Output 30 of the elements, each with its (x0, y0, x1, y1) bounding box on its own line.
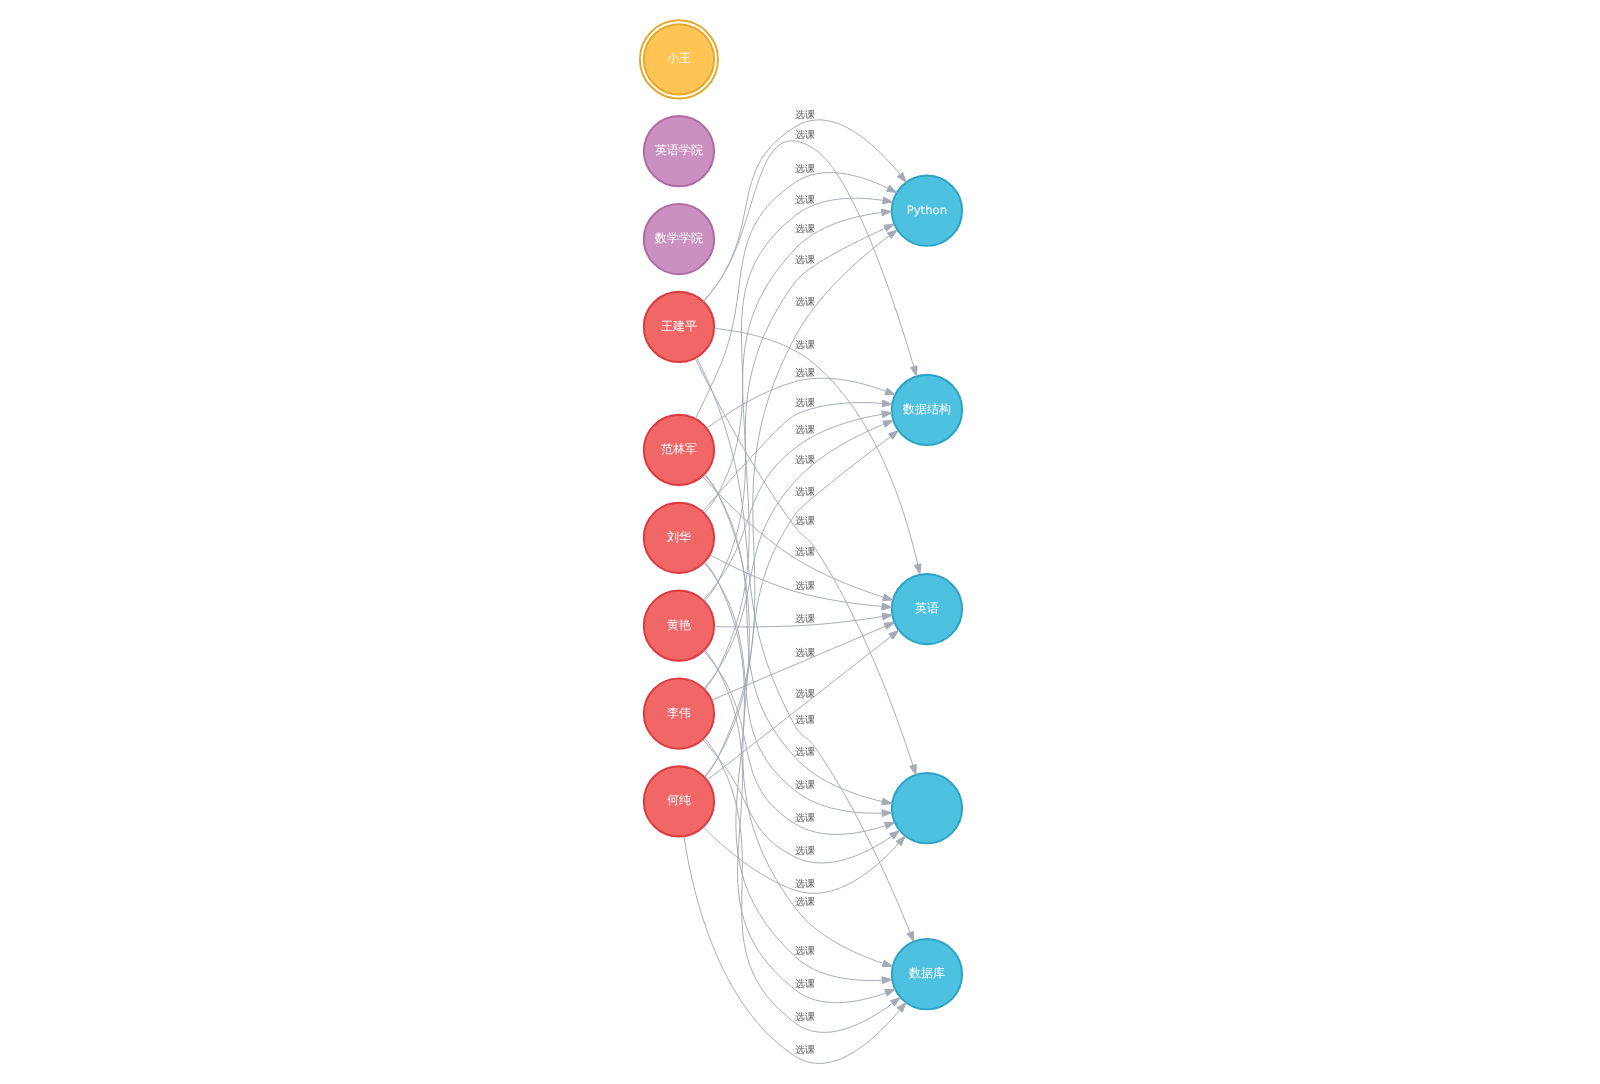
arrow (702, 119, 906, 303)
arrow (701, 739, 899, 864)
arrow (712, 327, 921, 575)
arrow (701, 410, 892, 601)
arrow (703, 196, 893, 514)
arrow (693, 358, 916, 776)
arrow (703, 561, 892, 985)
arrow (710, 622, 894, 701)
arrow (702, 430, 898, 778)
arrow (703, 737, 900, 1033)
arrow (701, 476, 893, 601)
arrow (703, 474, 892, 806)
arrow (701, 140, 917, 377)
arrow (712, 612, 892, 628)
arrow (703, 473, 893, 968)
arrow (703, 223, 894, 690)
arrow (705, 630, 899, 781)
arrow (705, 377, 895, 429)
arrow (694, 172, 897, 420)
arrow (708, 554, 892, 611)
arrow (703, 208, 892, 602)
arrow (702, 420, 893, 690)
arrow (702, 562, 892, 818)
arrow (703, 649, 895, 1004)
arrow (702, 826, 905, 894)
arrow (702, 650, 895, 835)
arrow (682, 835, 906, 1064)
arrow (695, 356, 914, 943)
arrow (701, 399, 892, 512)
arrow (703, 229, 897, 778)
